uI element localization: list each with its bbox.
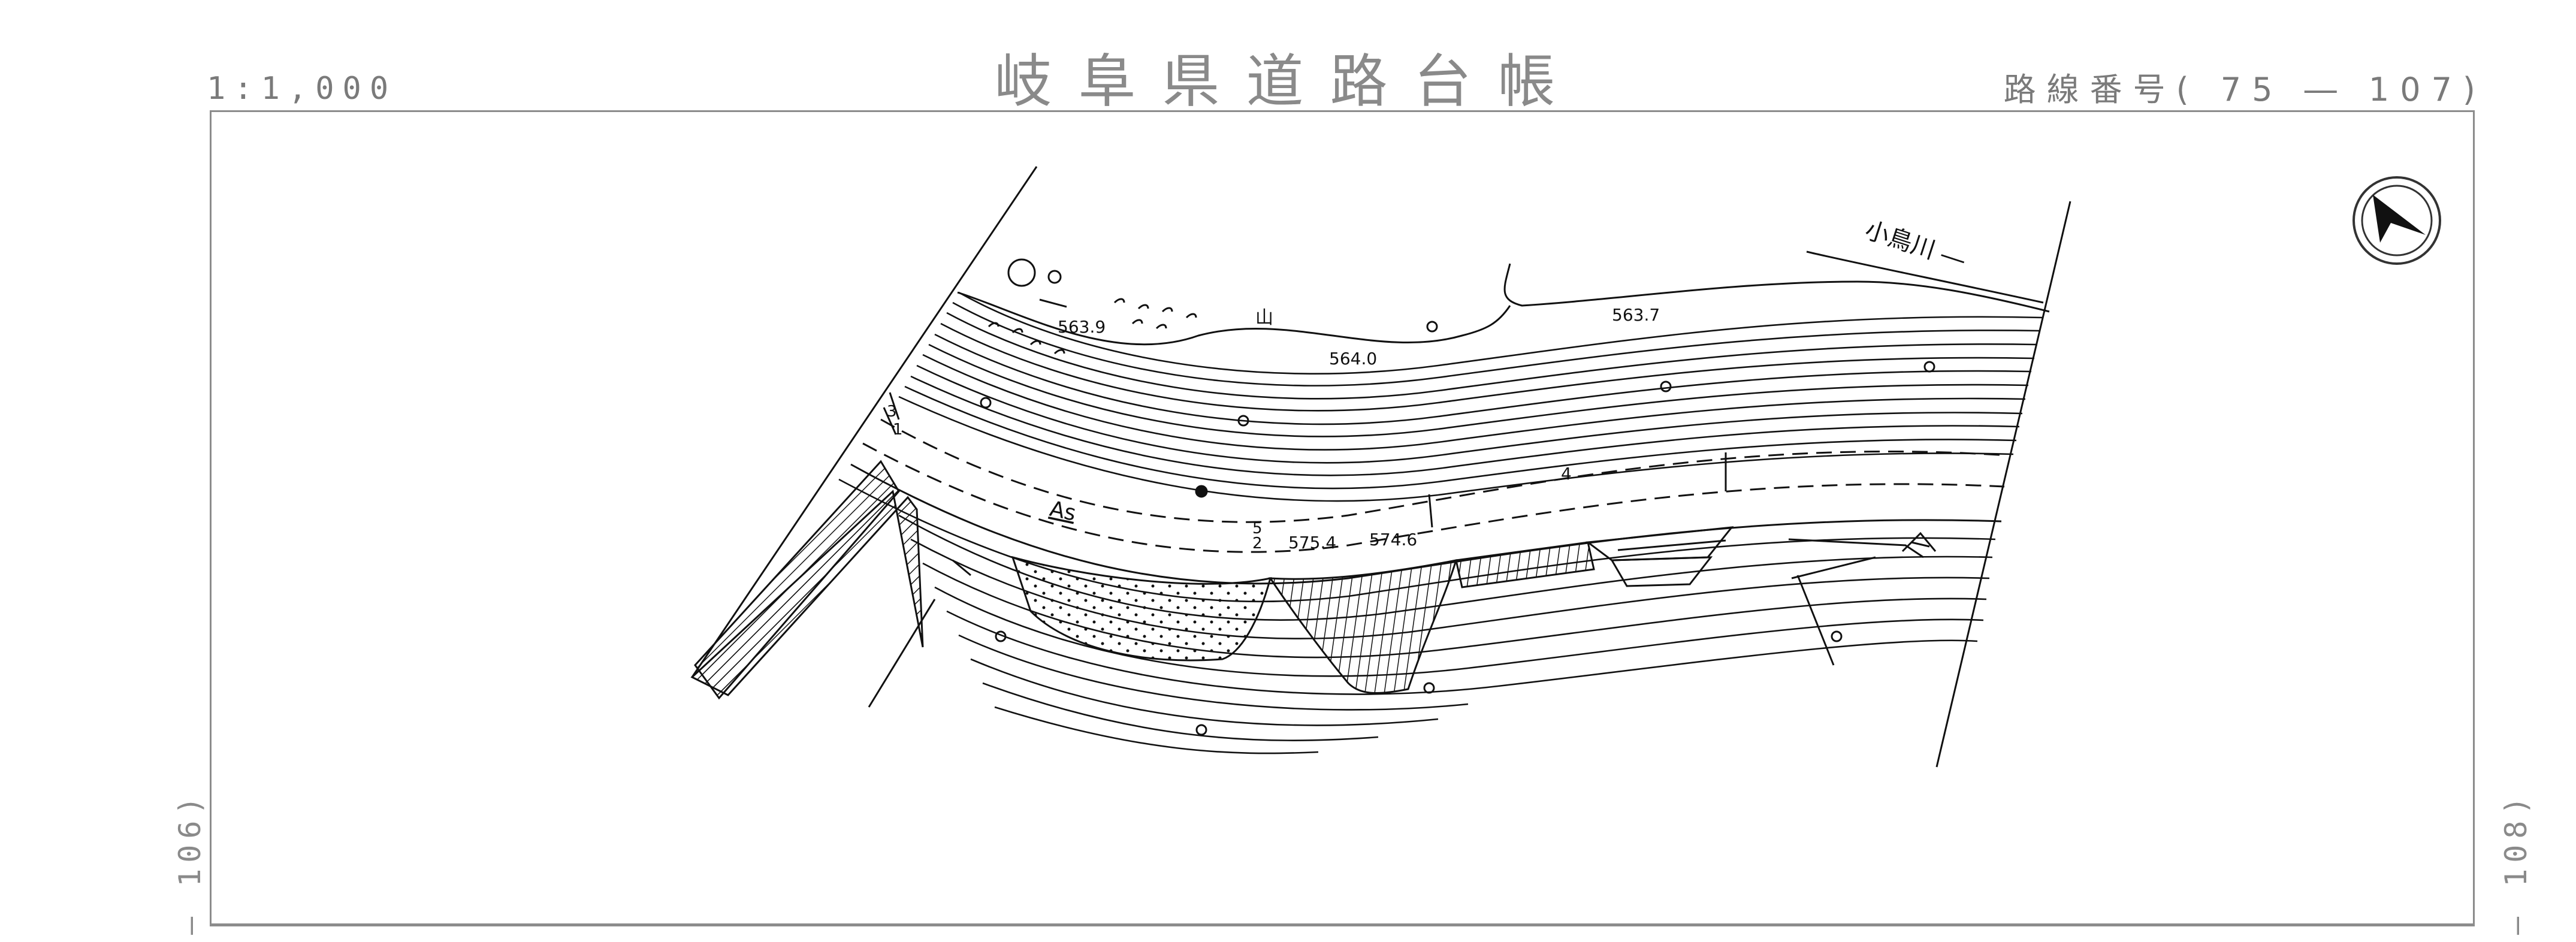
surface-label-as: As	[1047, 497, 1078, 526]
hatched-slope-center	[1269, 559, 1458, 694]
river-edge	[1806, 250, 2044, 304]
page-title: 岐阜県道路台帳	[994, 48, 1582, 115]
elevation-563-7: 563.7	[1612, 305, 1660, 325]
north-arrow-icon	[2352, 176, 2441, 265]
misc-label-yama: 山	[1255, 307, 1273, 328]
route-number: 路線番号( 75 ― 107)	[2003, 71, 2486, 108]
misc-label-4: 4	[1561, 464, 1572, 484]
retaining-wall-hatch	[1455, 541, 1595, 588]
riverbank-line	[957, 263, 2050, 346]
map-scale: 1:1,000	[207, 71, 397, 107]
hatched-slope-left-2	[694, 460, 900, 700]
misc-label-1: 1	[893, 421, 903, 439]
misc-label-3: 3	[887, 403, 897, 421]
misc-label-2: 2	[1252, 535, 1263, 552]
elevation-564-0: 564.0	[1329, 349, 1377, 369]
elevation-574-6: 574.6	[1369, 530, 1417, 550]
structure-outline	[1586, 526, 1937, 587]
section-boundary-left	[691, 166, 1038, 678]
elevation-575-4: 575.4	[1288, 533, 1336, 552]
pole-markers	[980, 321, 1935, 736]
elevation-563-9: 563.9	[1058, 317, 1106, 337]
vegetation-symbols	[987, 258, 1197, 355]
map-frame	[210, 110, 2475, 925]
river-label: 小鳥川 ―	[1862, 216, 1968, 274]
misc-label-5: 5	[1252, 520, 1263, 538]
section-boundary-right	[1935, 201, 2071, 768]
survey-ticks	[868, 392, 1876, 708]
frame-bottom-rule	[210, 925, 2475, 926]
upper-contours	[898, 291, 2044, 502]
dotted-fill-area	[1011, 555, 1272, 662]
